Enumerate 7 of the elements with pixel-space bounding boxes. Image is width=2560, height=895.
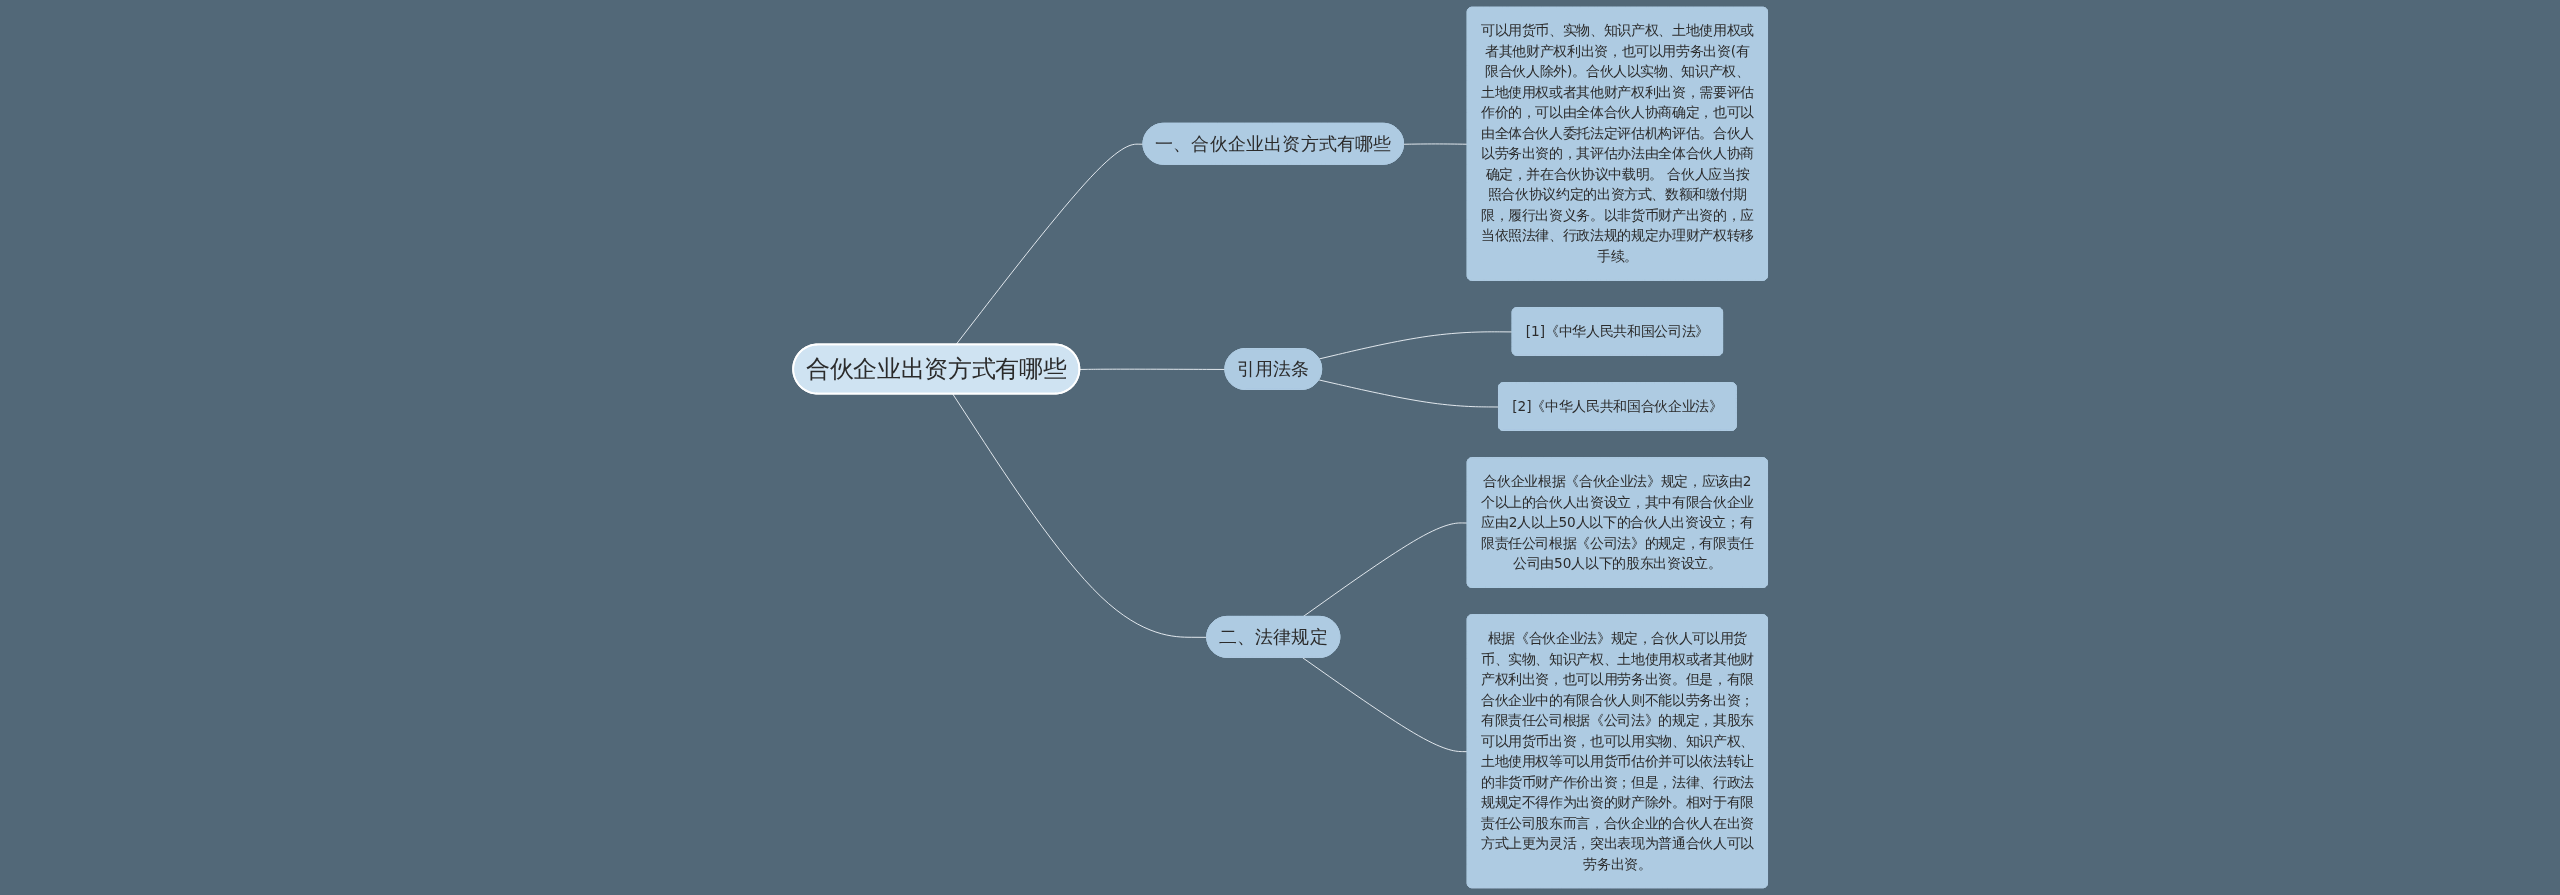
connector	[1318, 379, 1500, 408]
connector	[1301, 657, 1468, 753]
connector	[1079, 368, 1226, 370]
connector	[1318, 331, 1513, 360]
connector	[955, 143, 1144, 346]
connector	[951, 393, 1208, 638]
connector	[1403, 143, 1468, 145]
